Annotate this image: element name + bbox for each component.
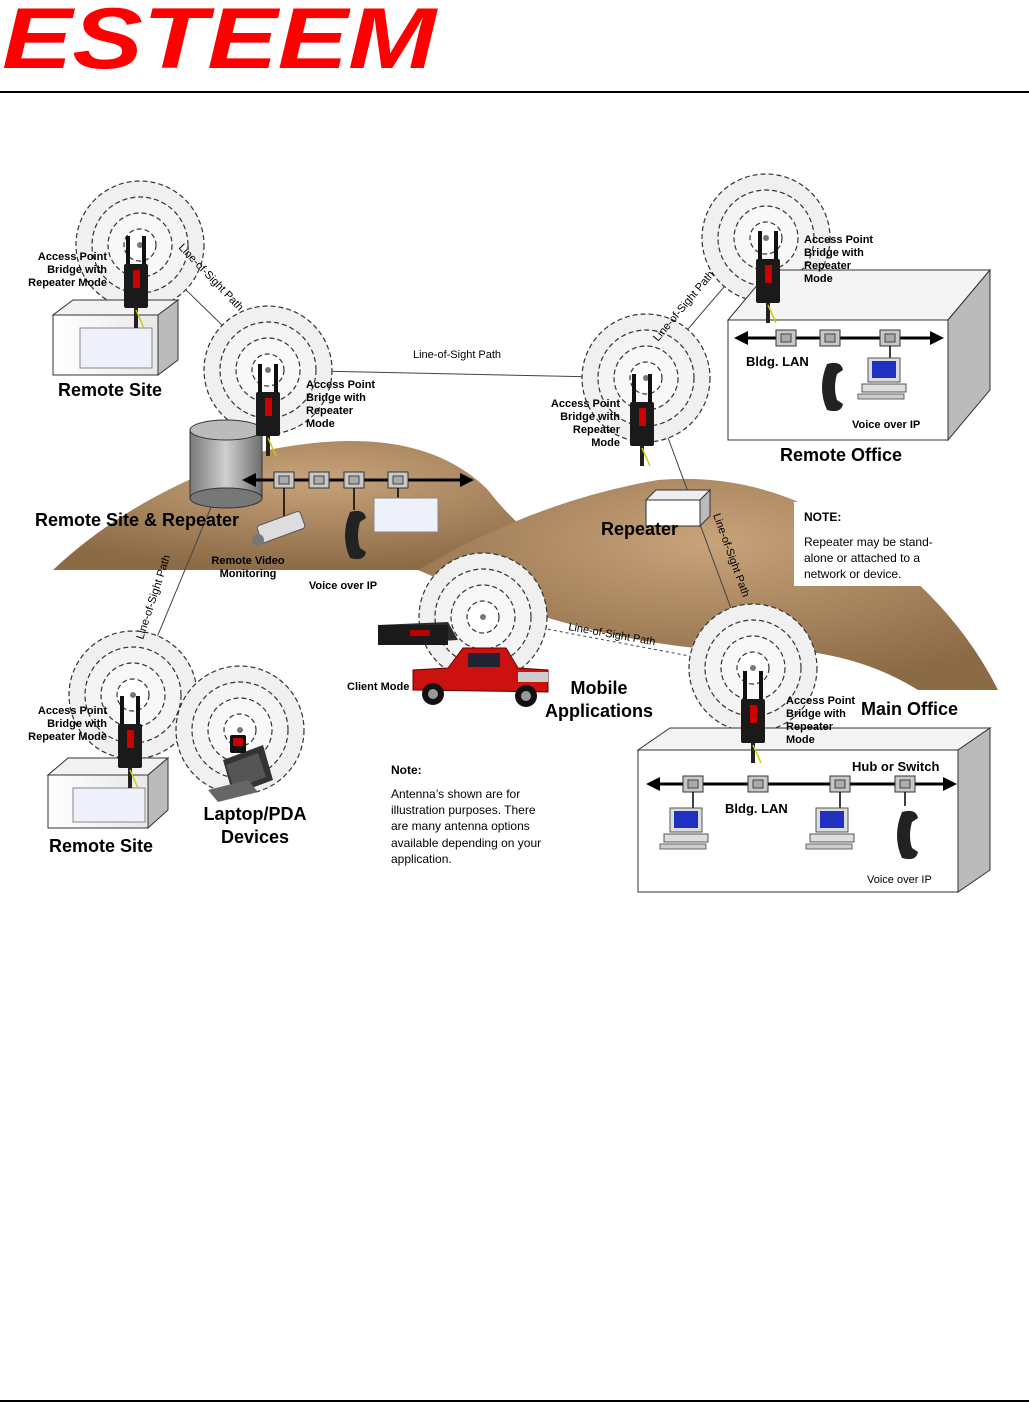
note-antenna-line-1: Antenna’s shown are for [391,787,520,801]
ap-label-remote-site-top-1: Access Point [38,251,107,263]
note-antenna-line-2: illustration purposes. There [391,803,536,817]
remote-site-top-label: Remote Site [58,380,162,400]
video-camera-icon [252,511,306,546]
los-label-2: Line-of-Sight Path [413,349,501,361]
note-antenna-line-4: available depending on your [391,836,541,850]
ap-label-remote-office-3: Repeater [804,260,852,272]
repeater-label: Repeater [601,519,678,539]
ap-label-remote-office-2: Bridge with [804,247,864,259]
ap-label-main-office-1: Access Point [786,695,855,707]
ap-label-main-office-4: Mode [786,734,815,746]
hill-left [53,441,578,570]
main-office-lan-label: Bldg. LAN [725,801,788,816]
main-office-voip-label: Voice over IP [867,874,932,886]
ap-label-remote-site-top-3: Repeater Mode [28,277,107,289]
note-antenna-line-5: application. [391,852,452,866]
laptop-label-2: Devices [221,827,289,847]
note-repeater-line-3: network or device. [804,567,901,581]
ap-label-repeater-1: Access Point [551,398,620,410]
video-label-2: Monitoring [220,568,277,580]
remote-site-bottom-label: Remote Site [49,836,153,856]
remote-site-repeater-panel [373,497,439,533]
ap-label-remote-site-bottom-2: Bridge with [47,718,107,730]
remote-site-top-building [51,299,180,376]
ap-label-remote-site-top-2: Bridge with [47,264,107,276]
truck-icon [412,647,549,707]
ap-label-remote-site-repeater-1: Access Point [306,379,375,391]
main-office-label: Main Office [861,699,958,719]
video-label-1: Remote Video [211,555,284,567]
repeater-box [644,488,712,528]
laptop-icon [208,735,273,802]
main-office-lan [646,775,957,810]
main-office-hub-label: Hub or Switch [852,759,939,774]
ap-label-remote-site-bottom-1: Access Point [38,705,107,717]
remote-office-voip-label: Voice over IP [852,419,920,431]
remote-office-building [726,268,992,442]
ap-label-remote-site-repeater-4: Mode [306,418,335,430]
logo-text: ESTEEM [2,0,439,74]
mobile-label-1: Mobile [571,678,628,698]
client-radio-icon [378,622,458,645]
remote-site-bottom-building [46,756,170,830]
ap-label-remote-site-repeater-3: Repeater [306,405,354,417]
ap-label-repeater-4: Mode [591,437,620,449]
remote-office-lan-label: Bldg. LAN [746,354,809,369]
footer-rule [0,1400,1029,1402]
ap-label-remote-office-4: Mode [804,273,833,285]
ap-label-main-office-2: Bridge with [786,708,846,720]
esteem-logo: ESTEEM [2,0,439,74]
note-repeater-title: NOTE: [804,510,841,524]
mobile-label-2: Applications [545,701,653,721]
note-repeater-line-1: Repeater may be stand- [804,535,933,549]
ap-label-main-office-3: Repeater [786,721,834,733]
ap-label-repeater-2: Bridge with [560,411,620,423]
ap-label-repeater-3: Repeater [573,424,621,436]
ap-label-remote-office-1: Access Point [804,234,873,246]
client-mode-label: Client Mode [347,681,409,693]
note-repeater-box [794,502,954,586]
remote-site-repeater-label: Remote Site & Repeater [35,510,239,530]
remote-site-repeater-lan [242,471,474,518]
ap-label-remote-site-repeater-2: Bridge with [306,392,366,404]
network-diagram: Access Point Bridge with Repeater Mode R… [18,170,1018,905]
note-repeater-line-2: alone or attached to a [804,551,920,565]
header-rule [0,91,1029,93]
remote-office-label: Remote Office [780,445,902,465]
laptop-label-1: Laptop/PDA [204,804,307,824]
remote-site-repeater-voip-label: Voice over IP [309,580,377,592]
water-tank [189,419,263,509]
ap-label-remote-site-bottom-3: Repeater Mode [28,731,107,743]
note-antenna-title: Note: [391,763,422,777]
note-antenna-line-3: are many antenna options [391,819,530,833]
